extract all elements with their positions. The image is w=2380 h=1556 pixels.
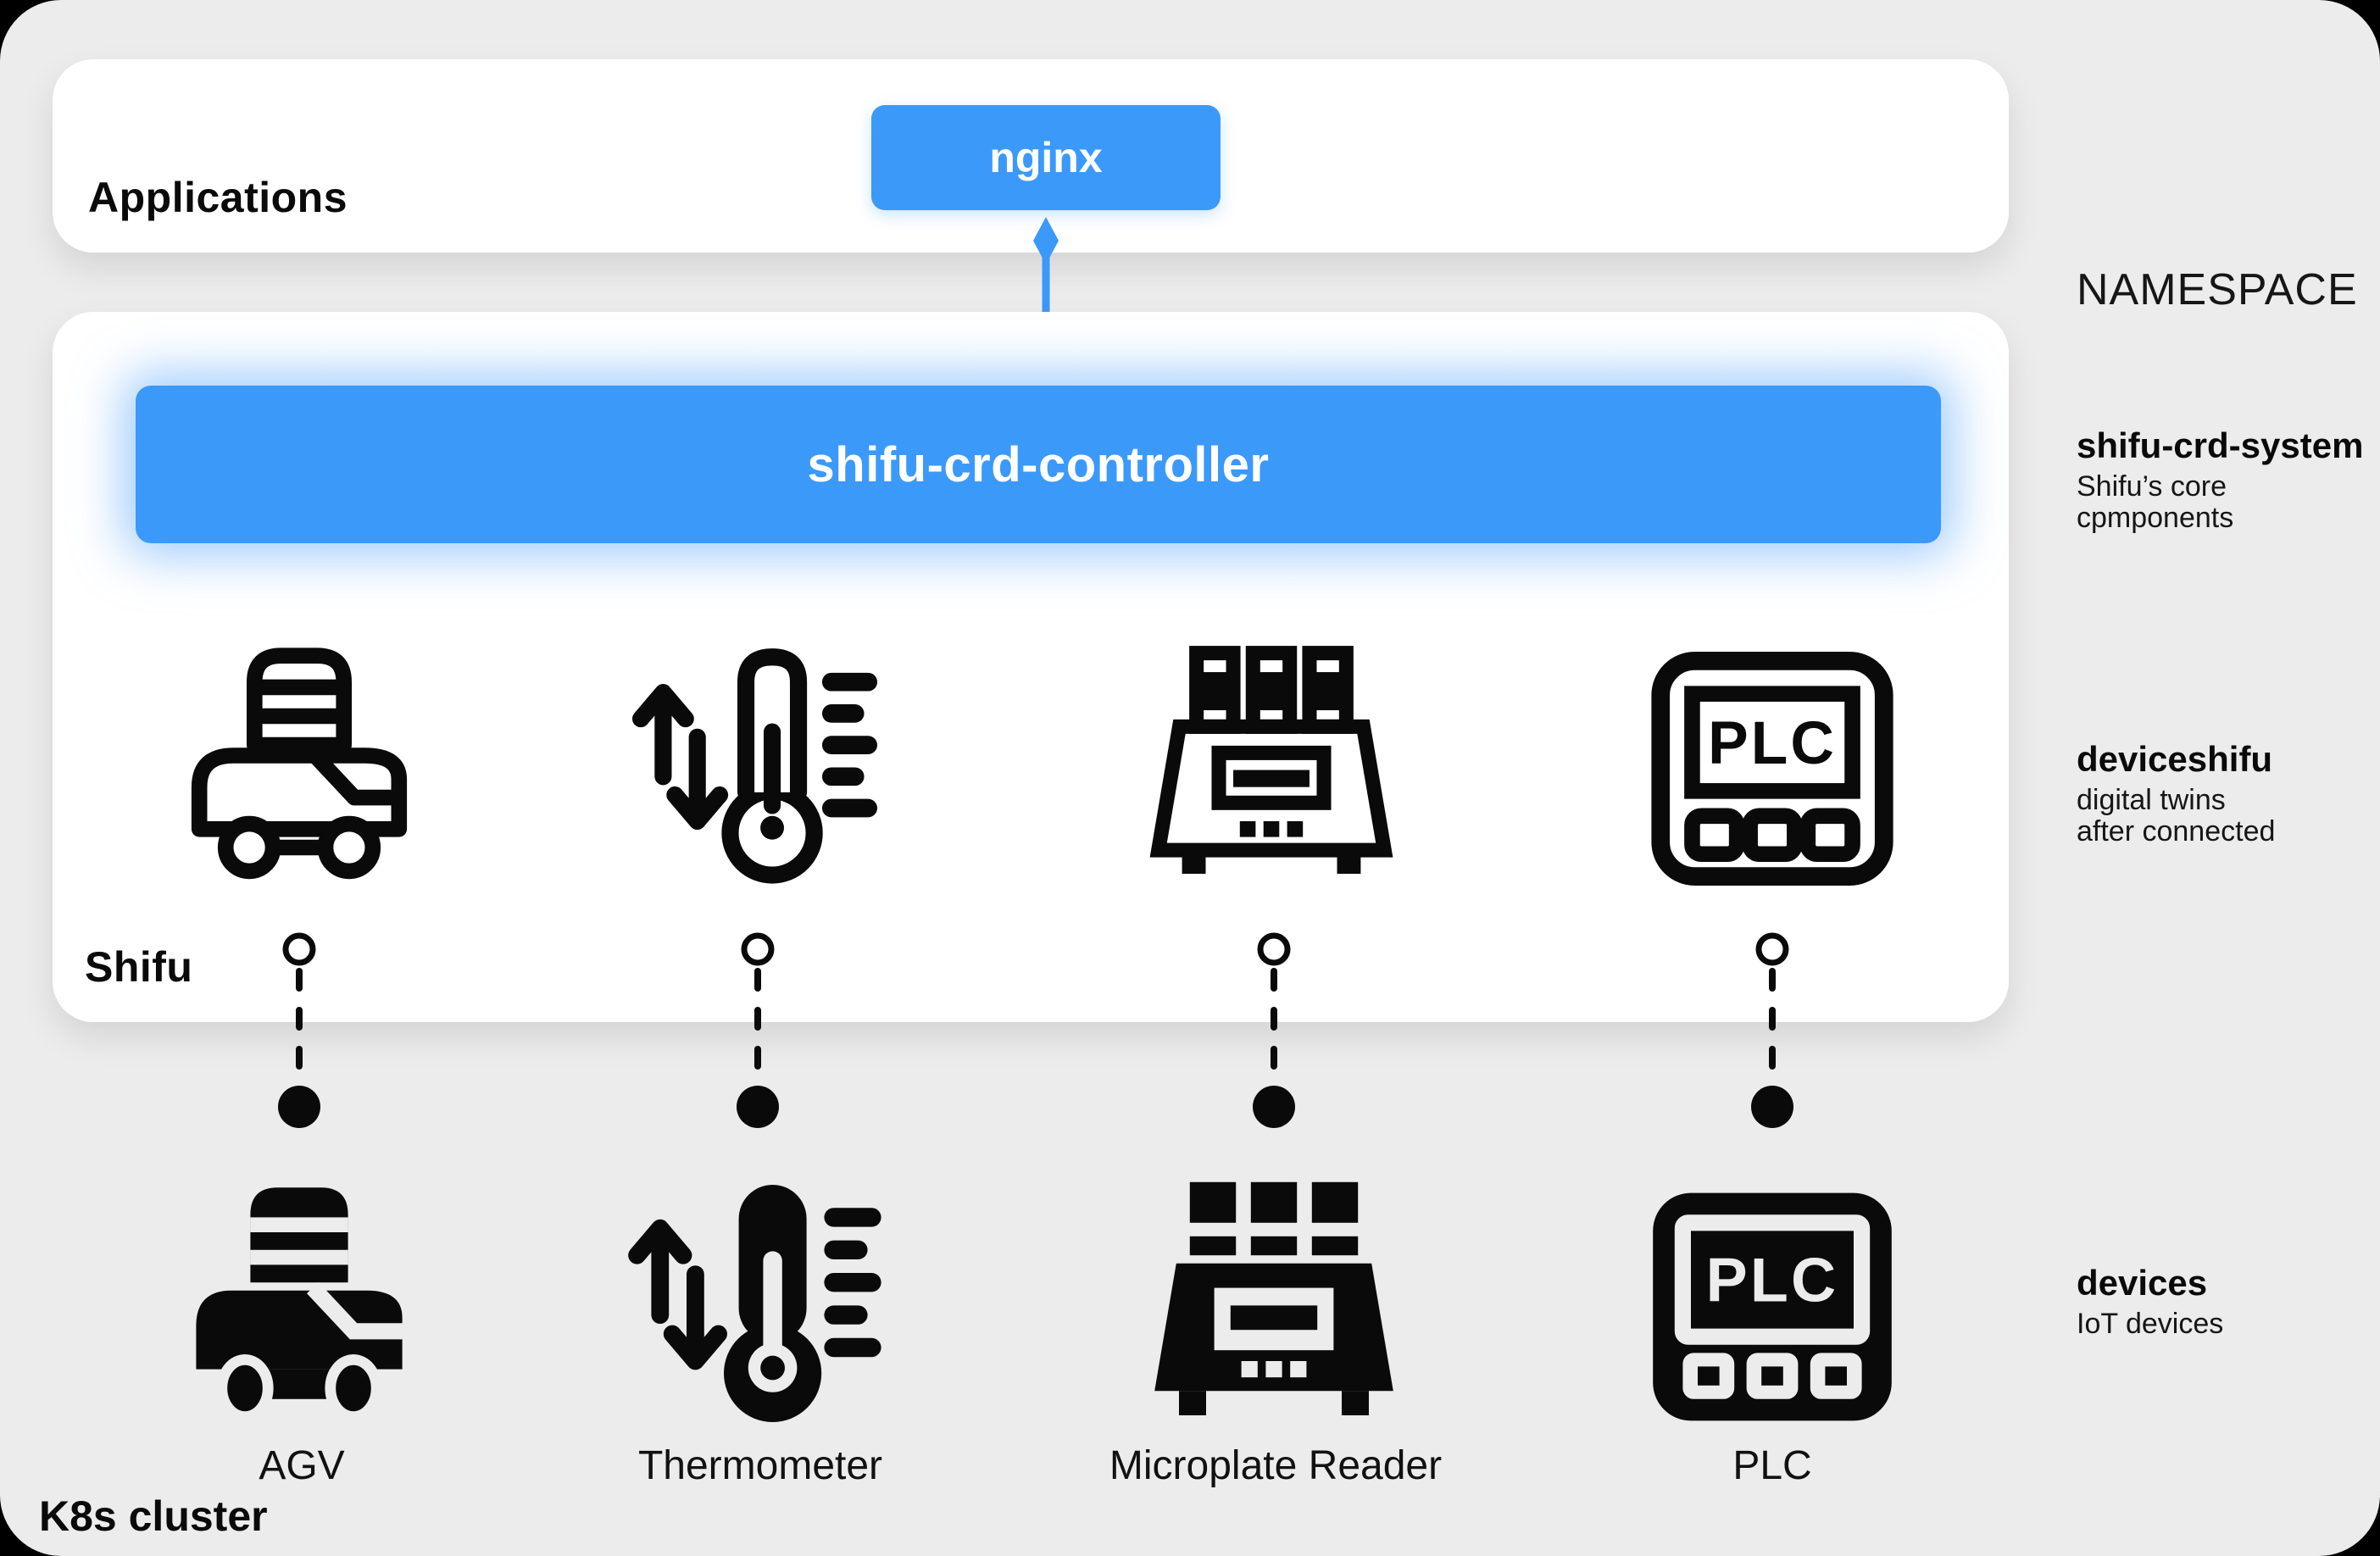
agv-twin-icon (191, 647, 408, 880)
shifu-title: Shifu (85, 943, 193, 991)
agv-link-connector-icon (278, 932, 320, 1128)
plc-link-connector-icon (1751, 932, 1793, 1128)
nginx-node[interactable]: nginx (871, 105, 1221, 210)
plc-twin-icon: PLC (1651, 652, 1893, 886)
annotation-line: after connected (2077, 815, 2276, 847)
microplate-reader-twin-icon (1149, 646, 1393, 874)
annotation-title: shifu-crd-system (2077, 425, 2364, 465)
annotation-title: deviceshifu (2077, 739, 2273, 779)
plc-screen-text: PLC (1706, 1245, 1839, 1315)
device-label-agv: AGV (259, 1443, 345, 1488)
annotation-devices: devices IoT devices (2077, 1263, 2223, 1340)
applications-title: Applications (88, 174, 348, 221)
plc-device-icon: PLC (1653, 1192, 1892, 1421)
thermometer-twin-icon (631, 648, 878, 884)
microplate-reader-device-icon (1154, 1181, 1393, 1415)
k8s-cluster-label: K8s cluster (39, 1492, 268, 1540)
annotation-title: devices (2077, 1263, 2208, 1303)
microplate-reader-link-connector-icon (1253, 932, 1295, 1128)
device-label-thermometer: Thermometer (637, 1443, 883, 1488)
thermometer-link-connector-icon (737, 932, 779, 1128)
agv-device-icon (196, 1187, 405, 1422)
nginx-label: nginx (989, 134, 1103, 181)
thermometer-device-icon (628, 1185, 881, 1422)
device-label-plc: PLC (1732, 1443, 1812, 1488)
plc-screen-text: PLC (1708, 709, 1837, 777)
shifu-crd-controller-label: shifu-crd-controller (807, 436, 1270, 492)
annotation-line: IoT devices (2077, 1308, 2224, 1340)
annotation-line: digital twins (2077, 784, 2226, 816)
annotation-shifu-crd-system: shifu-crd-system Shifu’s core cpmponents (2077, 425, 2380, 534)
device-label-microplate-reader: Microplate Reader (1109, 1443, 1443, 1488)
annotation-deviceshifu: deviceshifu digital twins after connecte… (2077, 739, 2275, 847)
shifu-crd-controller-node[interactable]: shifu-crd-controller (136, 386, 1941, 543)
annotation-line: Shifu’s core cpmponents (2077, 470, 2234, 534)
namespace-heading: NAMESPACE (2077, 265, 2358, 314)
